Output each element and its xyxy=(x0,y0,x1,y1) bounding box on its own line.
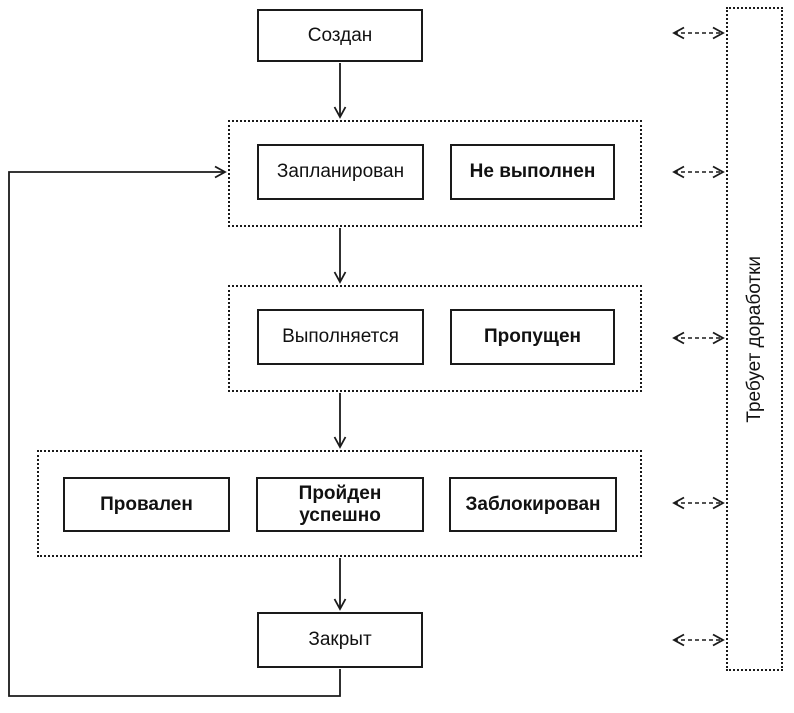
node-blocked: Заблокирован xyxy=(449,477,617,532)
node-not-executed-label: Не выполнен xyxy=(469,161,596,183)
node-created-label: Создан xyxy=(307,24,373,46)
node-failed-label: Провален xyxy=(100,493,193,515)
node-closed: Закрыт xyxy=(257,612,423,668)
node-closed-label: Закрыт xyxy=(308,629,372,651)
node-passed: Пройден успешно xyxy=(256,477,424,532)
node-skipped-label: Пропущен xyxy=(484,326,581,348)
node-in-progress-label: Выполняется xyxy=(282,326,399,348)
node-in-progress: Выполняется xyxy=(257,309,424,365)
node-planned-label: Запланирован xyxy=(276,161,405,183)
node-not-executed: Не выполнен xyxy=(450,144,615,200)
node-planned: Запланирован xyxy=(257,144,424,200)
group-result-state xyxy=(37,450,642,557)
group-planned-state xyxy=(228,120,642,227)
node-failed: Провален xyxy=(63,477,230,532)
group-in-progress-state xyxy=(228,285,642,392)
node-rework-label: Требует доработки xyxy=(743,255,765,423)
node-blocked-label: Заблокирован xyxy=(465,493,601,515)
node-skipped: Пропущен xyxy=(450,309,615,365)
arrow-closed-loop-to-planned-group xyxy=(8,165,341,697)
node-rework: Требует доработки xyxy=(726,7,783,671)
node-passed-label: Пройден успешно xyxy=(298,482,382,526)
node-created: Создан xyxy=(257,9,423,62)
